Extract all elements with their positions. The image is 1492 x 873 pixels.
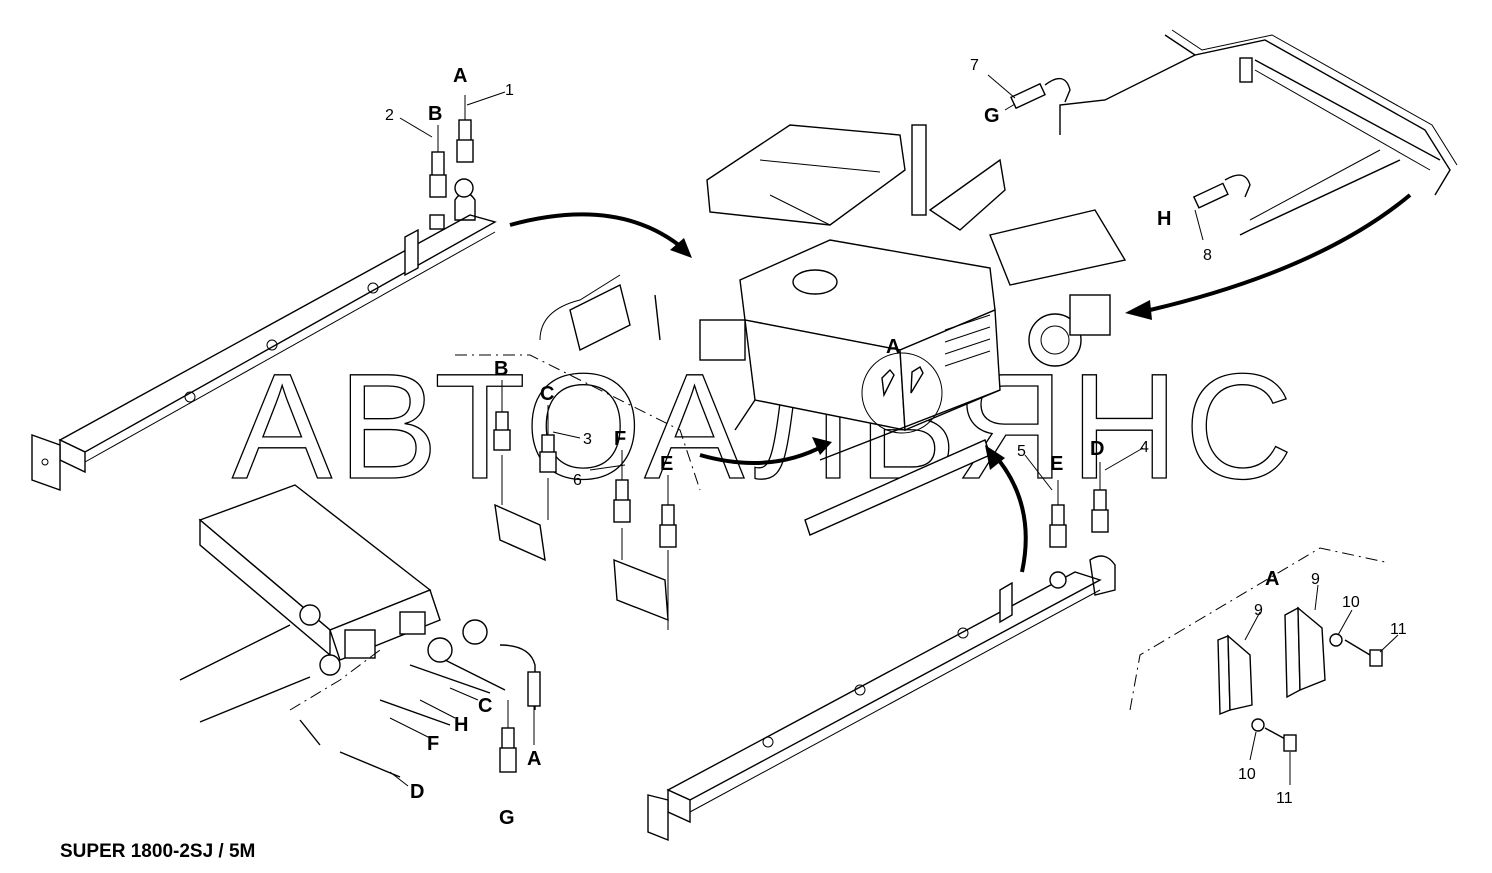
left-screed-beam <box>31 191 497 491</box>
coupling-d-right <box>1091 462 1109 533</box>
coupling-c-mid <box>539 405 557 520</box>
label-f-bottom: F <box>427 733 439 755</box>
reference-line-mid <box>455 354 701 491</box>
letter-labels: A B B C F E A E D G H A C H F A D G <box>410 65 1279 829</box>
top-right-pipe-assembly <box>1059 29 1458 236</box>
coupling-g-bottom <box>499 700 517 773</box>
coupling-a-bottom <box>527 671 541 745</box>
leader-lines <box>389 74 1399 787</box>
label-b-top: B <box>428 103 442 125</box>
coupling-e-right <box>1049 480 1067 589</box>
label-e-mid: E <box>660 453 673 475</box>
right-screed-beam <box>647 555 1116 842</box>
number-3: 3 <box>583 431 592 448</box>
number-5: 5 <box>1017 443 1026 460</box>
number-10-right: 10 <box>1342 594 1360 611</box>
number-9-left: 9 <box>1254 602 1263 619</box>
detail-a-brackets <box>1129 547 1386 752</box>
number-11-left: 11 <box>1276 790 1293 807</box>
number-6: 6 <box>573 472 582 489</box>
number-10-left: 10 <box>1238 766 1256 783</box>
detail-circle-a <box>861 352 943 434</box>
model-caption: SUPER 1800-2SJ / 5M <box>60 841 255 862</box>
label-b-mid: B <box>494 358 508 380</box>
label-e-right: E <box>1050 453 1063 475</box>
label-f-mid: F <box>614 428 626 450</box>
coupling-f-mid <box>613 450 669 622</box>
coupling-a-left <box>454 95 474 198</box>
coupling-b-mid <box>493 380 546 562</box>
label-c-bottom: C <box>478 695 492 717</box>
coupling-e-mid <box>659 475 677 630</box>
number-9-right: 9 <box>1311 571 1320 588</box>
number-4: 4 <box>1140 439 1149 456</box>
arrows <box>509 193 1412 573</box>
label-a-bottom: A <box>527 748 541 770</box>
coupling-b-left <box>429 125 447 198</box>
number-11-right: 11 <box>1390 621 1407 638</box>
label-a-bracket: A <box>1265 568 1279 590</box>
label-g-bottom: G <box>499 807 515 829</box>
number-1: 1 <box>505 82 514 99</box>
number-labels: 1 2 3 6 5 4 7 8 9 9 10 11 10 11 <box>385 57 1407 807</box>
coupling-g <box>1004 77 1071 111</box>
label-h-top: H <box>1157 208 1171 230</box>
coupling-h <box>1192 174 1251 209</box>
number-8: 8 <box>1203 247 1212 264</box>
label-d-right: D <box>1090 438 1104 460</box>
reference-line-bottom-left <box>289 649 381 711</box>
label-d-bottom: D <box>410 781 424 803</box>
label-a-top: A <box>453 65 467 87</box>
number-2: 2 <box>385 107 394 124</box>
number-7: 7 <box>970 57 979 74</box>
label-h-bottom: H <box>454 714 468 736</box>
label-c-mid: C <box>540 383 554 405</box>
label-a-detail: A <box>886 336 900 358</box>
valve-block <box>179 484 536 778</box>
label-g-top: G <box>984 105 1000 127</box>
